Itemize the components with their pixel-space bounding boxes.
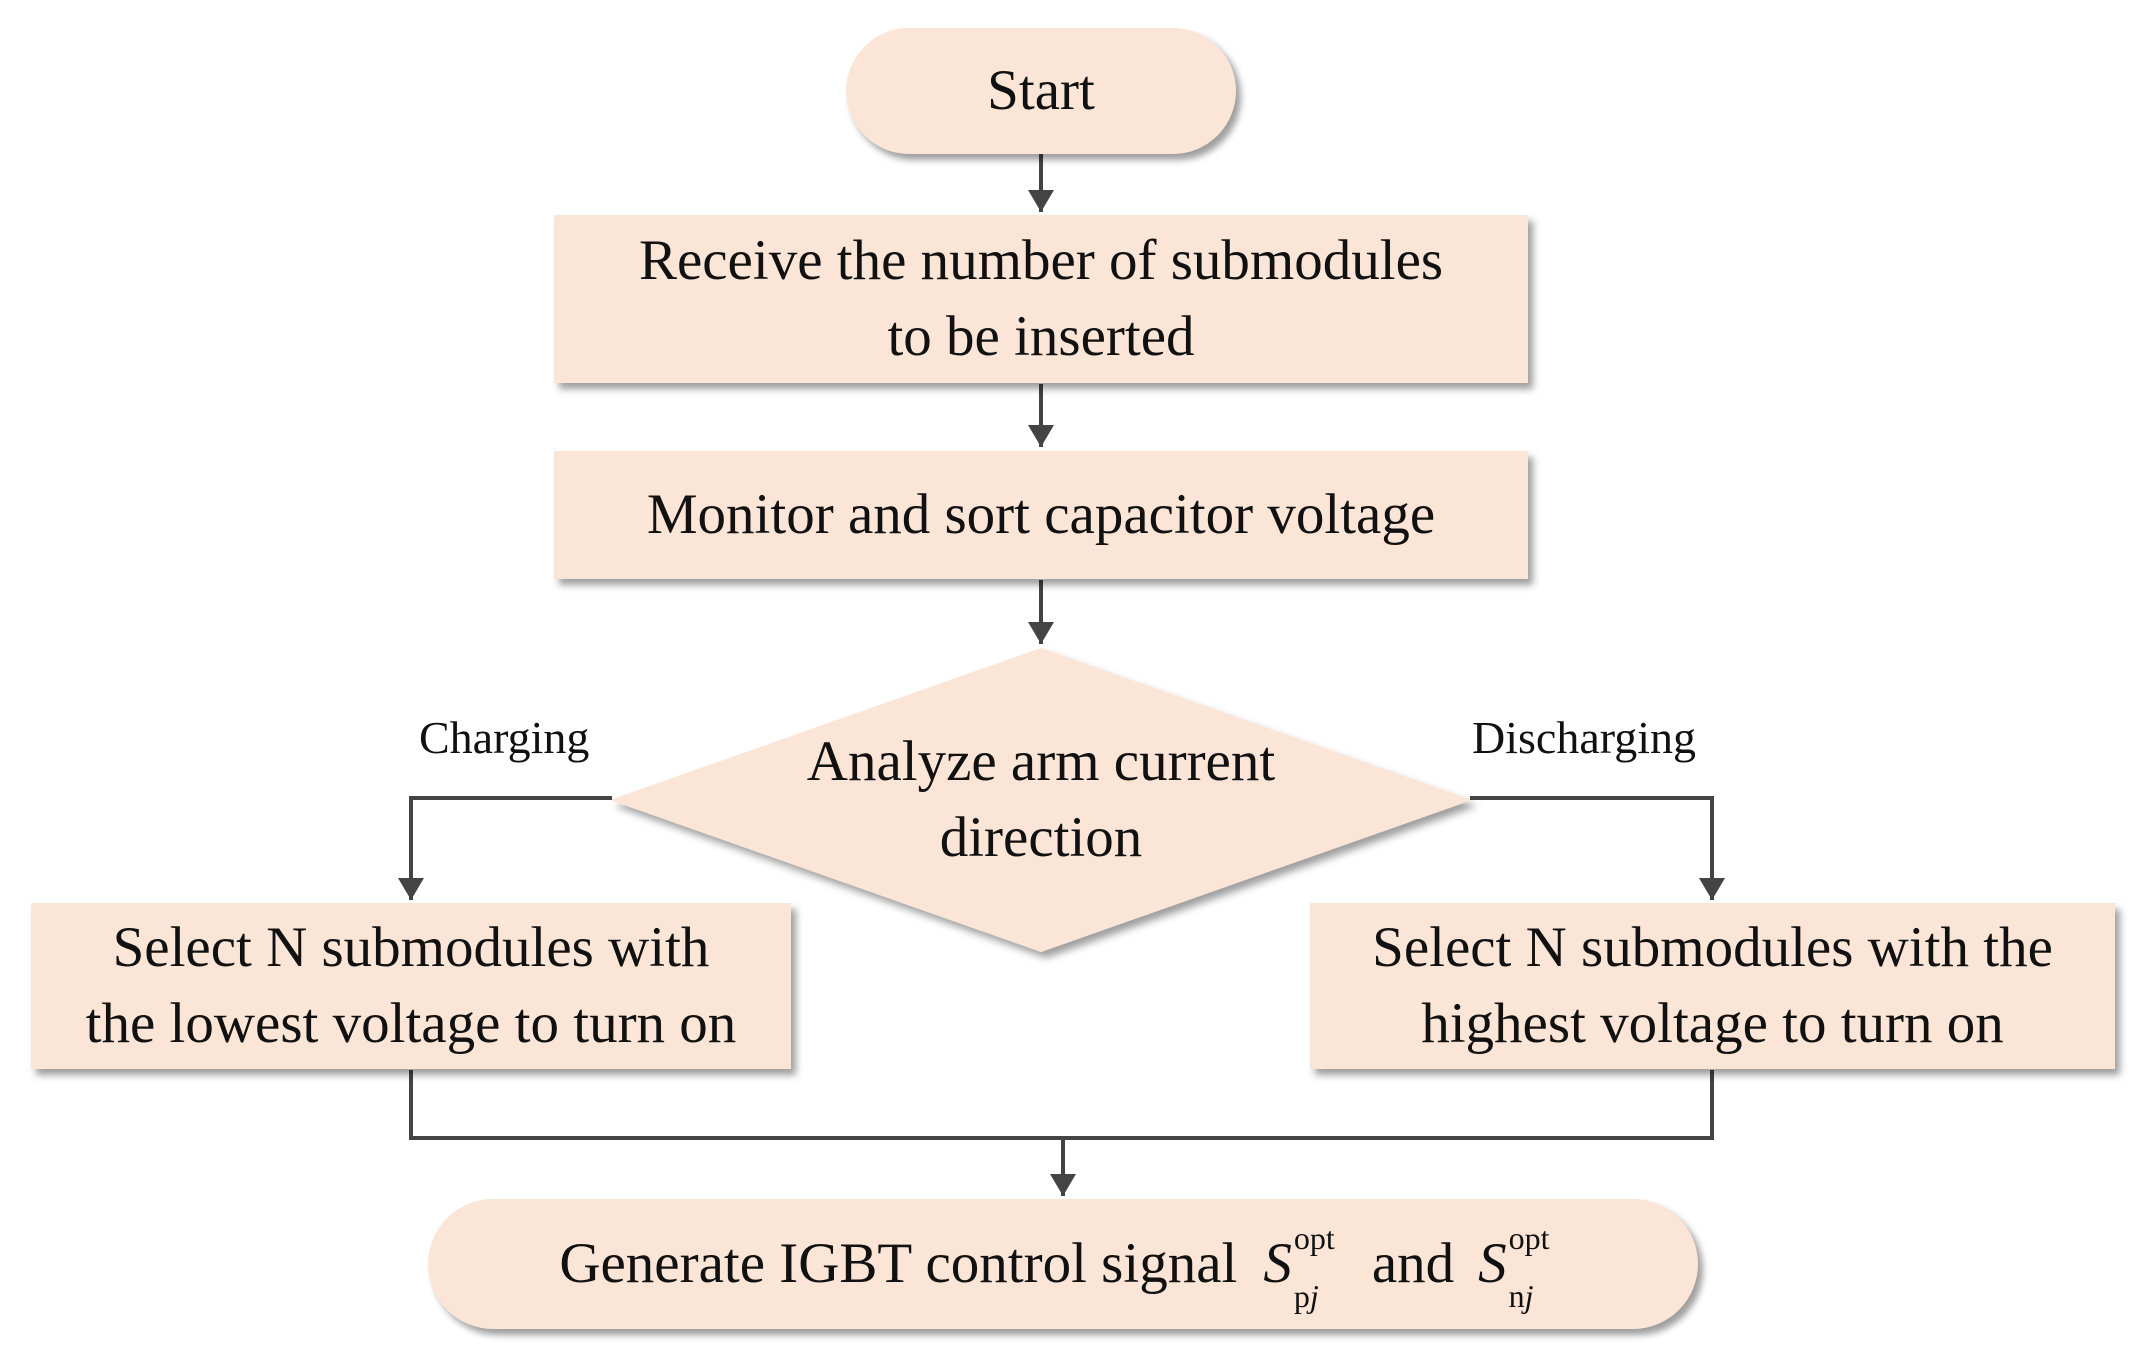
decision-label-line1: Analyze arm current (806, 730, 1276, 793)
select-highest-node: Select N submodules with the highest vol… (1310, 903, 2115, 1069)
receive-label-line1: Receive the number of submodules (638, 229, 1444, 292)
monitor-node: Monitor and sort capacitor voltage (554, 451, 1528, 579)
arrowhead-monitor-to-decision (1028, 622, 1054, 644)
select-lowest-line1: Select N submodules with (112, 916, 710, 979)
generate-text: Generate IGBT control signal (559, 1232, 1238, 1295)
signal-symbol-p: S opt pj (1263, 1222, 1334, 1312)
signal-symbol-n: S opt nj (1478, 1222, 1549, 1312)
select-highest-line1: Select N submodules with the (1372, 916, 2053, 979)
arrowhead-discharging-branch (1699, 878, 1725, 900)
signal-n-subscript: nj (1509, 1280, 1534, 1312)
decision-label: Analyze arm current direction (700, 716, 1382, 884)
generate-equation: Generate IGBT control signal S opt pj an… (559, 1222, 1566, 1312)
arrowhead-charging-branch (398, 878, 424, 900)
signal-p-subscript: pj (1294, 1280, 1319, 1312)
start-label: Start (987, 59, 1095, 122)
arrowhead-receive-to-monitor (1028, 425, 1054, 447)
decision-diamond (610, 648, 1472, 952)
arrowhead-merge-to-generate (1050, 1174, 1076, 1196)
discharging-label: Discharging (1472, 712, 1697, 763)
signal-symbol-n-letter: S (1478, 1232, 1507, 1295)
generate-and: and (1371, 1232, 1455, 1295)
signal-p-subscript-index: j (1309, 1278, 1319, 1314)
signal-n-subscript-letter: n (1508, 1278, 1525, 1314)
signal-n-superscript: opt (1508, 1220, 1550, 1256)
arrow-charging-branch (409, 796, 612, 900)
receive-label-line2: to be inserted (887, 305, 1195, 368)
receive-node: Receive the number of submodules to be i… (554, 215, 1528, 383)
arrowhead-start-to-receive (1028, 190, 1054, 212)
select-lowest-node: Select N submodules with the lowest volt… (31, 903, 791, 1069)
generate-node: Generate IGBT control signal S opt pj an… (428, 1199, 1698, 1329)
signal-symbol-p-letter: S (1263, 1232, 1292, 1295)
signal-n-subscript-index: j (1524, 1278, 1534, 1314)
arrow-discharging-branch (1470, 796, 1714, 900)
start-node: Start (846, 28, 1236, 154)
decision-label-line2: direction (939, 806, 1143, 869)
monitor-label: Monitor and sort capacitor voltage (646, 483, 1436, 546)
charging-label: Charging (419, 712, 590, 763)
select-highest-line2: highest voltage to turn on (1421, 992, 2004, 1055)
merge-line (409, 1070, 1714, 1140)
signal-p-subscript-letter: p (1293, 1278, 1310, 1314)
select-lowest-line2: the lowest voltage to turn on (85, 992, 737, 1055)
signal-p-superscript: opt (1293, 1220, 1335, 1256)
